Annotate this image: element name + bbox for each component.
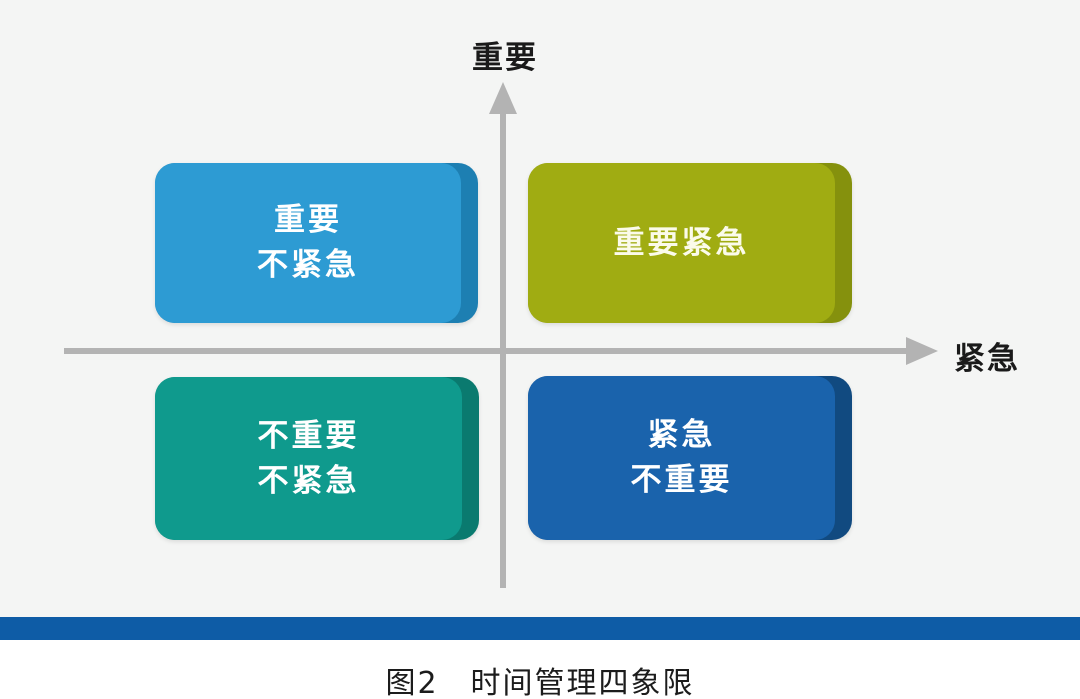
y-axis-line: [500, 106, 506, 588]
quadrant-label: 重要: [274, 202, 342, 238]
quadrant-label: 重要紧急: [613, 224, 750, 261]
quadrant-label: 不重要: [257, 417, 360, 454]
quadrant-label: 不紧急: [257, 247, 359, 283]
y-axis-label: 重要: [472, 40, 538, 76]
quadrant-card-face: 不重要 不紧急: [155, 377, 462, 540]
quadrant-card-face: 重要紧急: [528, 163, 835, 323]
x-axis-arrowhead-icon: [906, 337, 938, 365]
quadrant-urgent-not-important: 紧急 不重要: [528, 376, 852, 540]
quadrant-important-urgent: 重要紧急: [528, 163, 852, 323]
quadrant-card-face: 重要 不紧急: [155, 163, 461, 323]
divider-bar: [0, 617, 1080, 640]
quadrant-label: 不紧急: [257, 462, 360, 499]
quadrant-label: 不重要: [630, 462, 733, 498]
figure-number-label: 图2: [385, 666, 439, 699]
figure-title: 时间管理四象限: [470, 666, 695, 699]
figure-caption: 图2 时间管理四象限: [0, 658, 1080, 699]
quadrant-label: 紧急: [647, 417, 716, 453]
quadrant-important-not-urgent: 重要 不紧急: [155, 163, 478, 323]
quadrant-card-face: 紧急 不重要: [528, 376, 835, 540]
y-axis-arrowhead-icon: [489, 82, 517, 114]
x-axis-label: 紧急: [954, 341, 1020, 377]
x-axis-line: [64, 348, 908, 354]
quadrant-diagram: 重要 紧急 重要 不紧急 重要紧急 不重要 不紧急 紧急 不重要: [0, 0, 1080, 617]
quadrant-not-important-not-urgent: 不重要 不紧急: [155, 377, 479, 540]
